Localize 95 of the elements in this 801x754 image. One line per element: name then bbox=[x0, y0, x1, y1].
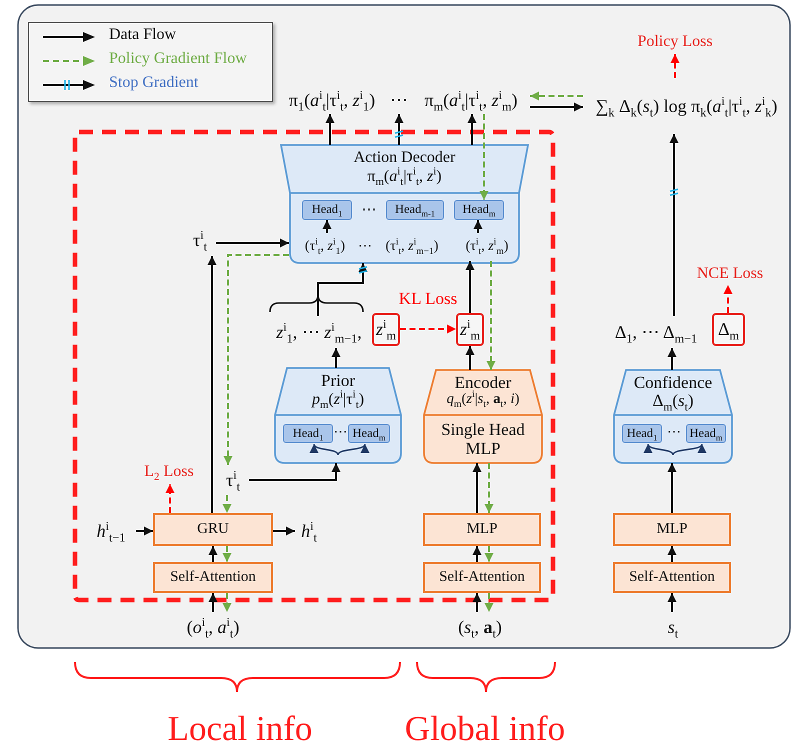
dashed-arrow bbox=[224, 254, 289, 465]
arrow bbox=[337, 444, 366, 456]
legend-label: Data Flow bbox=[109, 26, 176, 44]
block-title: Encoder bbox=[454, 373, 512, 392]
arrow bbox=[668, 348, 676, 370]
arrow bbox=[646, 444, 674, 456]
dashed-arrow bbox=[222, 593, 232, 612]
dashed-arrow bbox=[484, 546, 494, 562]
dashed-arrow bbox=[222, 495, 232, 513]
dashed-arrow bbox=[484, 463, 494, 513]
arrow bbox=[672, 444, 704, 456]
dashed-arrow bbox=[724, 285, 732, 313]
arrow bbox=[530, 102, 583, 112]
arrow bbox=[249, 463, 340, 481]
block-formula: q$_{m}$(z$^{i}$|s$_{t}$, a$_{t}$, i) bbox=[446, 390, 520, 408]
mlp-block: MLP bbox=[613, 513, 731, 546]
latent-list: z$^{i}$$_{1}$, ⋯ z$^{i}$$_{m−1}$, bbox=[266, 316, 372, 348]
gru-block: GRU bbox=[153, 513, 273, 546]
mlp-block: MLP bbox=[423, 513, 541, 546]
arrow bbox=[668, 463, 676, 513]
block-formula: Δ$_{m}$(s$_{t}$) bbox=[651, 390, 695, 411]
block-formula: p$_{m}$(z$^{i}$|τ$^{i}$$_{t}$) bbox=[310, 390, 366, 409]
confidence-list: Δ$_{1}$, ⋯ Δ$_{m−1}$ bbox=[602, 316, 710, 348]
ellipsis: ⋯ bbox=[360, 201, 378, 220]
input-pair: (τ$^{i}$$_{t}$, z$^{i}$$_{1}$) bbox=[289, 233, 361, 261]
arrow bbox=[468, 114, 476, 145]
dashed-arrow bbox=[670, 54, 680, 78]
arrow bbox=[472, 463, 482, 513]
highlighted-variable: Δ$_{m}$ bbox=[712, 313, 745, 346]
head-block: Head$_{1}$ bbox=[302, 200, 352, 220]
policy-expression: π$_{m}$(a$^{i}$$_{t}$|τ$^{i}$$_{t}$, z$^{i}$$_{m}$) bbox=[412, 86, 530, 114]
loss-label: L$_{2}$ Loss bbox=[136, 460, 202, 484]
region-label: Global info bbox=[404, 708, 566, 750]
arrow bbox=[317, 263, 368, 316]
dashed-arrow bbox=[486, 261, 496, 370]
arrow bbox=[208, 256, 216, 513]
weighted-sum-expression: ∑$_{k}$ Δ$_{k}$(s$_{t}$) log π$_{k}$(a$^{i}$$_{t}$|τ$^{i}$$_{t}$, z$^{i}$$_{k}$) bbox=[583, 78, 790, 134]
block-title: Prior bbox=[320, 371, 356, 390]
attention-block: Self-Attention bbox=[153, 562, 273, 593]
block-subtitle: Single Head MLP bbox=[440, 421, 526, 458]
dashed-arrow bbox=[484, 593, 494, 612]
ellipsis: ⋯ bbox=[333, 424, 348, 442]
arrow bbox=[668, 593, 676, 612]
arrow bbox=[466, 261, 474, 313]
dashed-arrow bbox=[222, 546, 232, 562]
edge-label: KL Loss bbox=[398, 289, 458, 310]
ellipsis: ⋯ bbox=[358, 238, 372, 256]
head-block: Head$_{m}$ bbox=[348, 424, 390, 443]
arrow bbox=[332, 348, 340, 368]
arrow bbox=[472, 593, 482, 612]
region-label: Local info bbox=[166, 708, 314, 750]
arrow bbox=[136, 526, 153, 536]
attention-block: Self-Attention bbox=[423, 562, 541, 593]
loss-label: NCE Loss bbox=[688, 263, 772, 285]
head-block: Head$_{m}$ bbox=[686, 424, 726, 443]
arrow bbox=[273, 526, 295, 536]
encoder-block bbox=[424, 370, 542, 463]
input-pair: (τ$^{i}$$_{t}$, z$^{i}$$_{m}$) bbox=[454, 233, 520, 261]
head-block: Head$_{1}$ bbox=[283, 424, 333, 443]
attention-block: Self-Attention bbox=[613, 562, 731, 593]
arrow bbox=[472, 546, 482, 562]
dashed-arrow bbox=[166, 484, 174, 513]
arrow bbox=[208, 593, 218, 612]
dashed-arrow bbox=[400, 324, 456, 334]
ellipsis: ⋯ bbox=[388, 86, 410, 114]
head-block: Head$_{m}$ bbox=[454, 200, 504, 220]
arrow bbox=[322, 220, 332, 233]
input-pair: (τ$^{i}$$_{t}$, z$^{i}$$_{m−1}$) bbox=[370, 233, 454, 261]
arrow bbox=[670, 134, 678, 316]
ellipsis: ⋯ bbox=[666, 424, 682, 442]
legend-label: Policy Gradient Flow bbox=[109, 50, 247, 68]
arrow bbox=[216, 238, 289, 248]
input-label: s$_{t}$ bbox=[658, 612, 688, 642]
prior-block bbox=[275, 368, 401, 463]
block-formula: π$_{m}$(a$^{i}$$_{t}$|τ$^{i}$$_{t}$, z$^{i}$) bbox=[366, 167, 443, 186]
arrow bbox=[326, 114, 334, 145]
legend-label: Stop Gradient bbox=[109, 74, 198, 92]
arrow bbox=[394, 114, 404, 145]
arrow bbox=[474, 220, 482, 233]
arrow bbox=[208, 546, 218, 562]
policy-expression: π$_{1}$(a$^{i}$$_{t}$|τ$^{i}$$_{t}$, z$^{i}$$_{1}$) bbox=[280, 86, 384, 114]
head-block: Head$_{m-1}$ bbox=[386, 200, 444, 220]
input-label: (s$_{t}$, a$_{t}$) bbox=[446, 612, 514, 642]
dashed-arrow bbox=[480, 114, 488, 200]
dashed-arrow bbox=[530, 92, 583, 100]
loss-label: Policy Loss bbox=[622, 30, 728, 54]
arrow bbox=[312, 444, 339, 456]
block-title: Confidence bbox=[632, 373, 714, 394]
block-title: Action Decoder bbox=[352, 148, 456, 167]
confidence-block bbox=[614, 370, 732, 463]
head-block: Head$_{1}$ bbox=[622, 424, 662, 443]
decoder-block bbox=[281, 145, 528, 263]
input-label: (o$^{i}$$_{t}$, a$^{i}$$_{t}$) bbox=[177, 612, 249, 642]
arrow bbox=[466, 346, 474, 370]
arrow bbox=[668, 546, 676, 562]
